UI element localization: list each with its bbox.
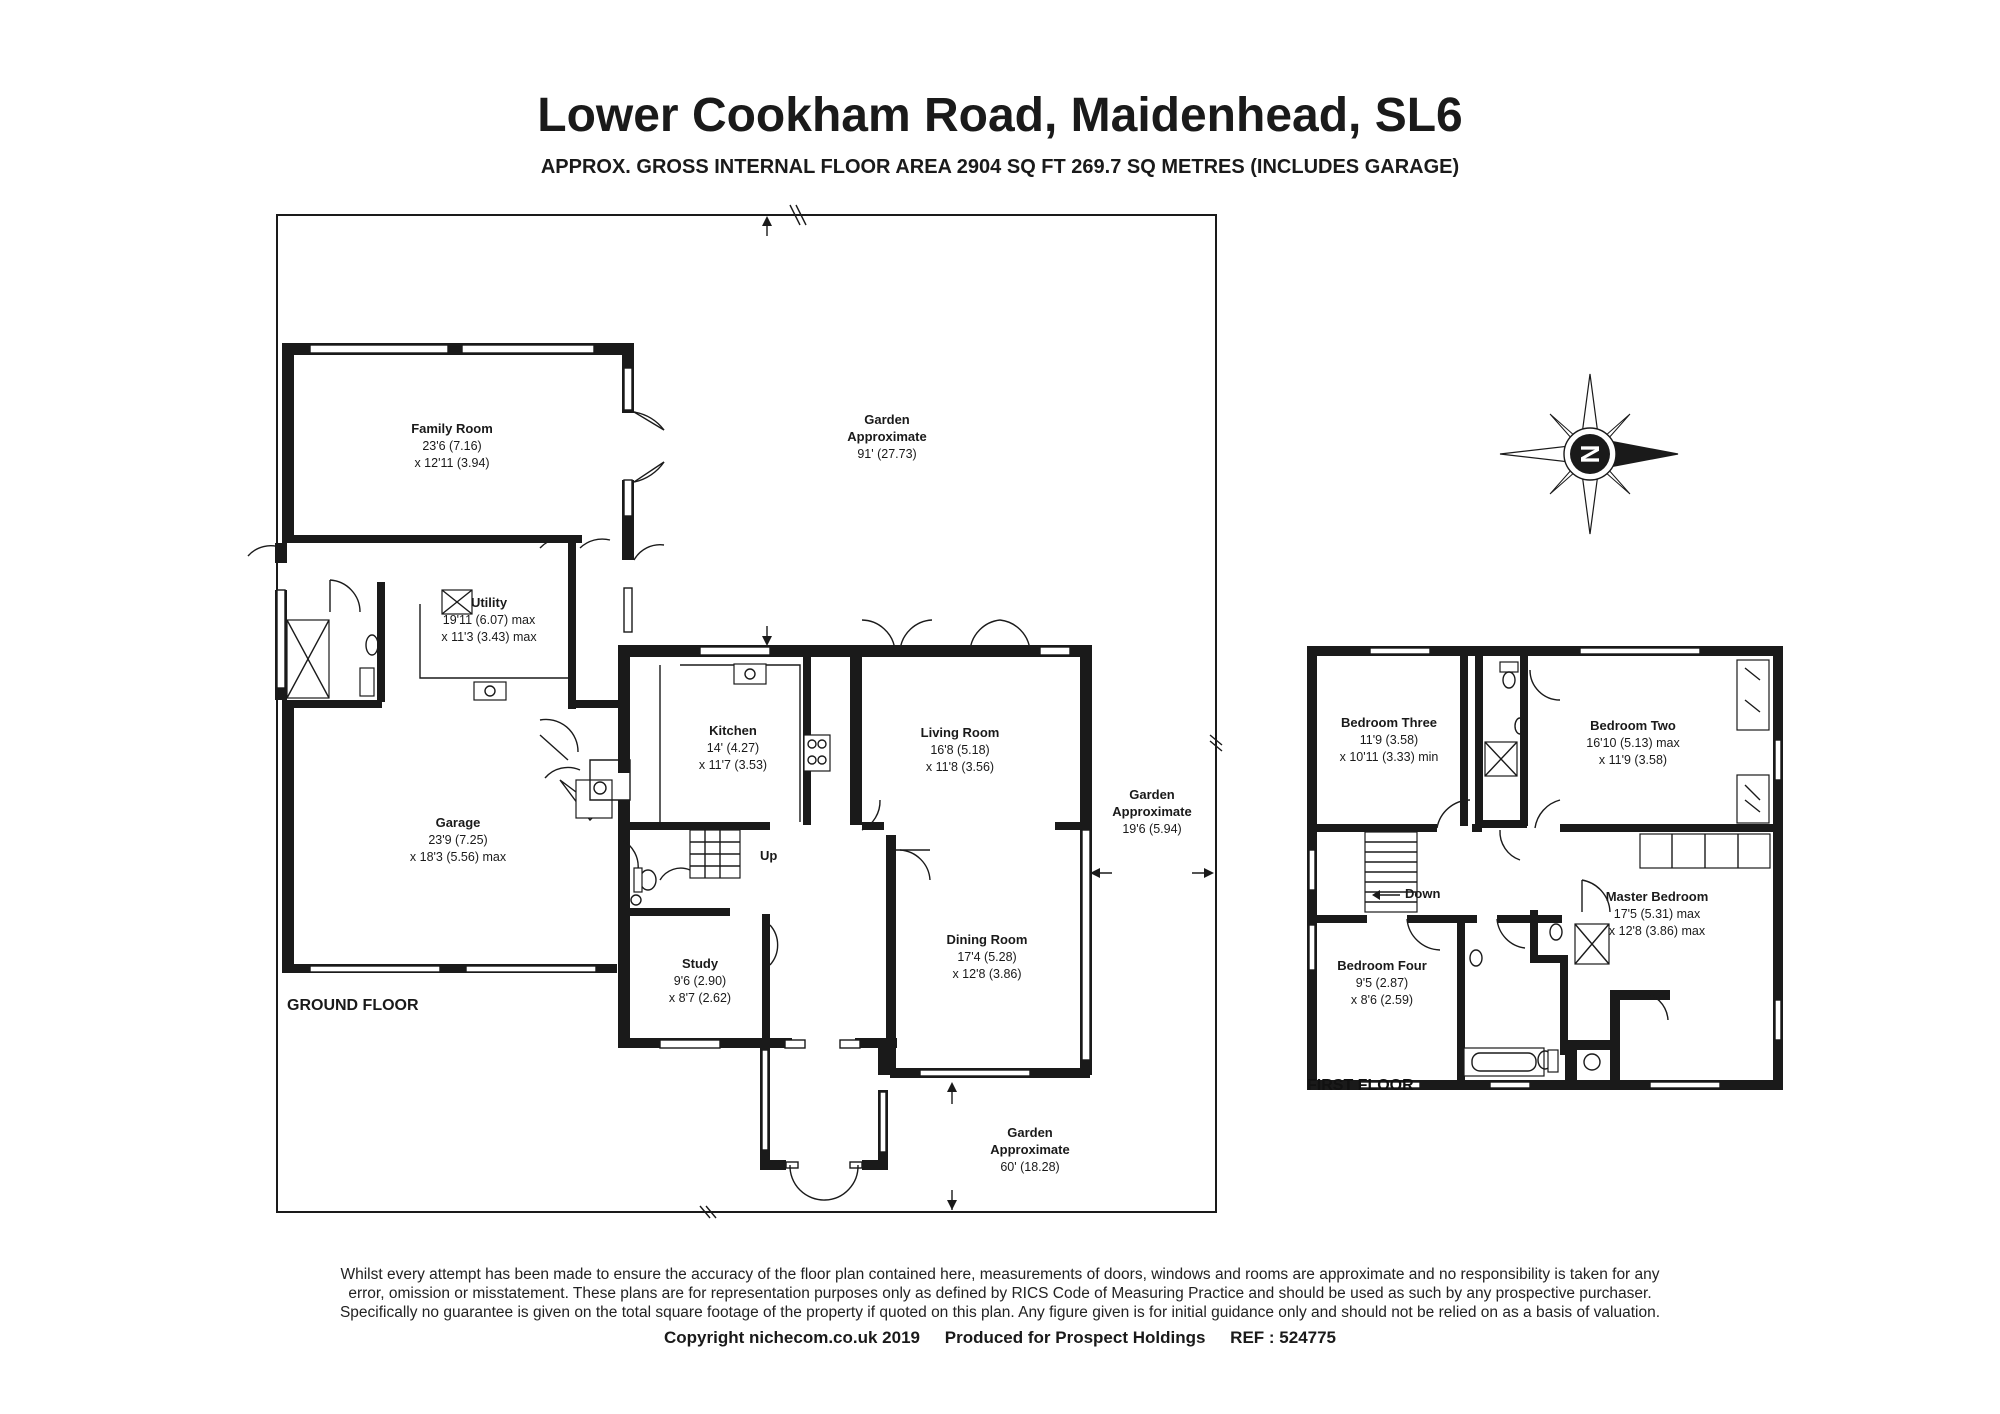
ground-floor-fixtures [286,589,831,906]
kitchen-name: Kitchen [709,723,757,738]
utility-dim2: x 11'3 (3.43) max [441,630,537,644]
family-room-dim1: 23'6 (7.16) [422,439,481,453]
master-bedroom-dim2: x 12'8 (3.86) max [1609,924,1706,938]
first-floor-staircase [1364,831,1418,913]
living-room-dim1: 16'8 (5.18) [930,743,989,757]
bedroom-three-name: Bedroom Three [1341,715,1437,730]
footer: Copyright nichecom.co.uk 2019 Produced f… [0,1328,2000,1348]
rear-garden-line1: Garden [864,412,910,427]
stairs-up-label: Up [760,848,777,863]
garden-dimension-arrows [762,216,1214,1210]
copyright-text: Copyright nichecom.co.uk 2019 [663,1328,920,1347]
bedroom-three-dim1: 11'9 (3.58) [1360,733,1418,747]
floor-area-subtitle: APPROX. GROSS INTERNAL FLOOR AREA 2904 S… [540,156,1460,178]
study-name: Study [682,956,719,971]
side-garden-line2: Approximate [1112,804,1191,819]
ground-floor-windows [276,344,1091,1169]
compass-north-letter: N [1575,445,1605,464]
plot-boundary [276,204,1223,1219]
room-labels: Family Room 23'6 (7.16) x 12'11 (3.94) U… [287,412,1708,1174]
first-floor-title: FIRST FLOOR [1307,1077,1414,1094]
dining-room-dim2: x 12'8 (3.86) [952,967,1021,981]
rear-garden-line3: 91' (27.73) [857,447,916,461]
kitchen-dim1: 14' (4.27) [707,741,759,755]
bedroom-two-name: Bedroom Two [1590,718,1676,733]
bedroom-two-dim2: x 11'9 (3.58) [1599,753,1667,767]
living-room-name: Living Room [921,725,1000,740]
utility-dim1: 19'11 (6.07) max [443,613,536,627]
rear-garden-line2: Approximate [847,429,926,444]
reference-number: REF : 524775 [1230,1328,1337,1347]
utility-name: Utility [471,595,508,610]
page-title: Lower Cookham Road, Maidenhead, SL6 [537,89,1463,142]
bedroom-four-dim2: x 8'6 (2.59) [1351,993,1413,1007]
kitchen-dim2: x 11'7 (3.53) [699,758,767,772]
produced-for-text: Produced for Prospect Holdings [944,1328,1206,1347]
bedroom-four-dim1: 9'5 (2.87) [1356,976,1408,990]
front-garden-line2: Approximate [990,1142,1069,1157]
disclaimer-line-1: Whilst every attempt has been made to en… [340,1266,1660,1283]
disclaimer: Whilst every attempt has been made to en… [230,1265,1770,1322]
study-dim1: 9'6 (2.90) [674,974,726,988]
garage-dim2: x 18'3 (5.56) max [410,850,507,864]
master-bedroom-dim1: 17'5 (5.31) max [1614,907,1701,921]
garage-name: Garage [436,815,481,830]
bedroom-four-name: Bedroom Four [1337,958,1427,973]
disclaimer-line-3: Specifically no guarantee is given on th… [339,1304,1661,1321]
compass-rose-icon: N [1499,373,1679,535]
first-floor-fixtures [1364,659,1771,1077]
garage-dim1: 23'9 (7.25) [428,833,487,847]
ground-floor-doors [247,411,1031,1201]
disclaimer-line-2: error, omission or misstatement. These p… [348,1285,1652,1302]
ground-floor-label: GROUND FLOOR [287,997,419,1014]
dining-room-name: Dining Room [947,932,1028,947]
front-garden-line1: Garden [1007,1125,1053,1140]
side-garden-line3: 19'6 (5.94) [1122,822,1181,836]
study-dim2: x 8'7 (2.62) [669,991,731,1005]
stairs-down-label: Down [1405,886,1440,901]
first-floor-doors [1406,669,1669,1021]
dining-room-dim1: 17'4 (5.28) [957,950,1016,964]
living-room-dim2: x 11'8 (3.56) [926,760,994,774]
front-garden-line3: 60' (18.28) [1000,1160,1059,1174]
bedroom-two-dim1: 16'10 (5.13) max [1586,736,1680,750]
family-room-dim2: x 12'11 (3.94) [414,456,489,470]
master-bedroom-name: Master Bedroom [1606,889,1709,904]
bedroom-three-dim2: x 10'11 (3.33) min [1340,750,1439,764]
ground-staircase [689,829,741,879]
side-garden-line1: Garden [1129,787,1175,802]
family-room-name: Family Room [411,421,493,436]
first-floor-windows [1308,647,1782,1089]
